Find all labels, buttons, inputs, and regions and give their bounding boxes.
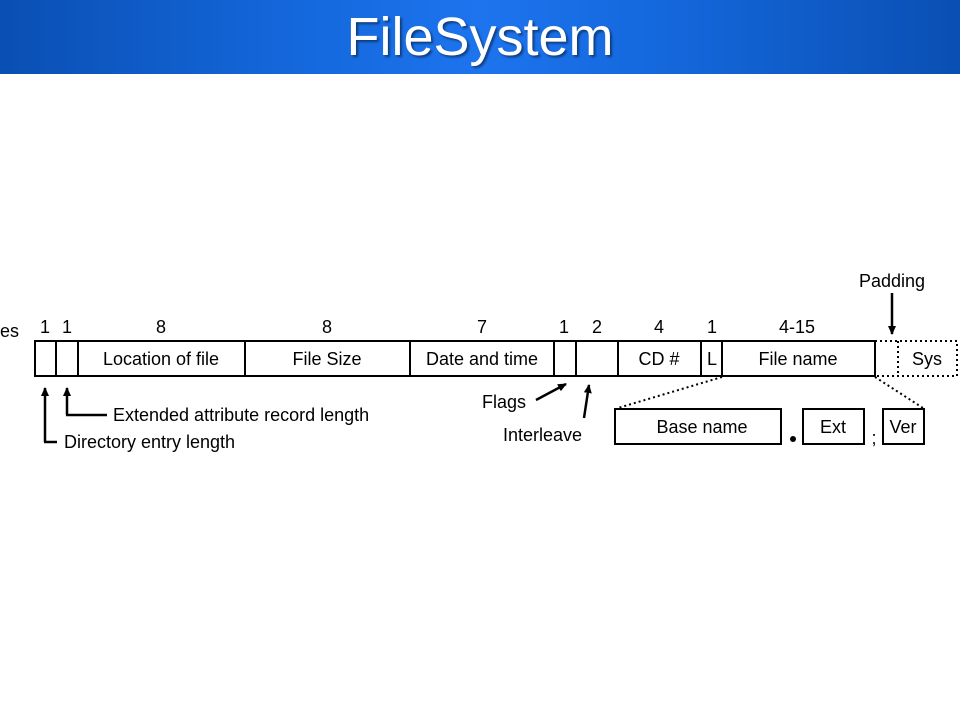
byte-count-ext-attr: 1	[62, 317, 72, 337]
padding-sys-outline	[874, 340, 958, 377]
byte-count-flags: 1	[559, 317, 569, 337]
ext-box	[802, 408, 865, 445]
byte-count-date-time: 7	[477, 317, 487, 337]
bytes-label: es	[0, 321, 19, 341]
byte-count-l: 1	[707, 317, 717, 337]
flags-arrow	[535, 382, 567, 402]
slide-title: FileSystem	[346, 7, 614, 67]
dot-separator-mark	[790, 436, 796, 442]
byte-count-file-name: 4-15	[779, 317, 815, 337]
byte-count-dir-length: 1	[40, 317, 50, 337]
field-sys: Sys	[912, 349, 942, 369]
field-file-name: File name	[758, 349, 837, 369]
field-file-size: File Size	[292, 349, 361, 369]
interleave-label: Interleave	[503, 425, 582, 445]
ver-label: Ver	[889, 417, 916, 437]
base-name-box	[614, 408, 782, 445]
ver-box	[882, 408, 925, 445]
field-date-and-time: Date and time	[426, 349, 538, 369]
base-name-label: Base name	[656, 417, 747, 437]
flags-label: Flags	[482, 392, 526, 412]
dir-entry-length-label: Directory entry length	[64, 432, 235, 452]
zoom-line-left	[617, 376, 723, 409]
semicolon-separator: ;	[871, 428, 876, 448]
field-location-of-file: Location of file	[103, 349, 219, 369]
byte-count-interleave: 2	[592, 317, 602, 337]
title-bar	[0, 0, 960, 74]
ext-label: Ext	[820, 417, 846, 437]
byte-count-location: 8	[156, 317, 166, 337]
ext-attr-label: Extended attribute record length	[113, 405, 369, 425]
field-l: L	[707, 349, 717, 369]
interleave-arrow	[582, 384, 592, 419]
byte-count-cd-number: 4	[654, 317, 664, 337]
byte-count-file-size: 8	[322, 317, 332, 337]
padding-label: Padding	[859, 271, 925, 291]
field-cd-number: CD #	[638, 349, 679, 369]
zoom-line-right	[874, 376, 924, 409]
